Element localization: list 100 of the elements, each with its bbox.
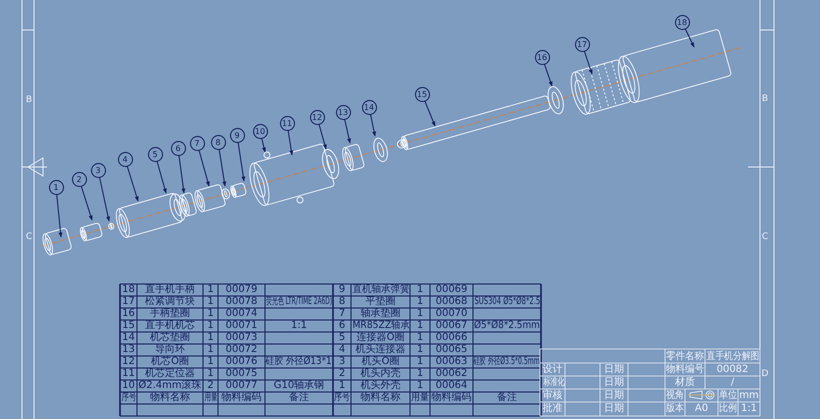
callout-number: 1 (48, 180, 64, 194)
part-code: 00068 (436, 297, 468, 307)
part-code: 00072 (226, 345, 258, 355)
title-block-text: 批准 (542, 404, 562, 414)
leader-line (684, 28, 694, 48)
part-code: 00077 (226, 381, 258, 391)
remark: Ø5*Ø8*2.5mm (474, 321, 540, 331)
row-number: 16 (122, 309, 135, 319)
part-code: 00075 (226, 369, 258, 379)
part-code: 00065 (436, 345, 468, 355)
row-number: 15 (122, 321, 135, 331)
leader-line (238, 142, 246, 182)
row-number: 3 (338, 357, 346, 367)
title-block-text: 版本 (666, 404, 684, 414)
callout-number: 13 (336, 104, 350, 120)
title-block-text: 比例 (719, 404, 737, 414)
title-block-text: A0 (694, 404, 708, 414)
title-block-text: 00082 (716, 364, 748, 374)
leader-line (56, 194, 63, 238)
leader-line (126, 166, 139, 202)
leader-line (288, 130, 294, 156)
part-code: 00078 (226, 297, 258, 307)
grid-reference: C (26, 232, 32, 242)
quantity: 1 (416, 357, 424, 367)
grid-reference: B (26, 96, 32, 104)
row-number: 8 (338, 297, 346, 307)
leader-line (178, 154, 186, 194)
table-header: 物料编码 (432, 393, 472, 403)
part-code: 00062 (436, 369, 468, 379)
row-number: 12 (122, 357, 135, 367)
part-code: 00074 (226, 309, 258, 319)
leader-line (261, 138, 266, 152)
leader-line (198, 150, 210, 186)
part-code: 00071 (226, 321, 258, 331)
part-code: 00079 (226, 285, 258, 295)
quantity: 1 (207, 357, 214, 367)
row-number: 6 (338, 321, 346, 331)
callout-number: 4 (118, 152, 132, 166)
title-block-text: mm (739, 390, 759, 400)
part-code: 00063 (436, 357, 468, 367)
leader-line (584, 50, 592, 74)
title-block-text: 直手机分解图 (706, 352, 759, 362)
part-name: 机头外壳 (360, 381, 400, 391)
row-number: 13 (122, 345, 135, 355)
callout-number: 9 (230, 128, 244, 142)
row-number: 11 (122, 369, 135, 379)
title-block-text: / (730, 378, 734, 388)
grid-reference: B (762, 94, 768, 104)
quantity: 1 (416, 345, 424, 355)
part-code: 00076 (226, 357, 258, 367)
title-block-text: 审核 (542, 390, 562, 400)
title-block-text: 视角 (666, 390, 684, 400)
callout-number: 11 (280, 116, 294, 130)
row-number: 4 (338, 345, 346, 355)
grid-reference: C (762, 232, 768, 242)
quantity: 1 (207, 285, 214, 295)
callout-number: 3 (90, 162, 106, 178)
quantity: 1 (207, 345, 214, 355)
remark: 荧光色 LTR/TIME 2A6D) (266, 297, 332, 307)
callout-number: 16 (534, 50, 550, 64)
part-code: 00073 (226, 333, 258, 343)
title-block-text: 日期 (604, 364, 624, 374)
callout-number: 6 (170, 140, 186, 156)
quantity: 1 (207, 321, 214, 331)
title-block-text: 物料编号 (666, 364, 704, 374)
remark: SUS304 Ø5*Ø8*2.5 (474, 297, 540, 307)
quantity: 1 (207, 369, 214, 379)
quantity: 1 (207, 309, 214, 319)
row-number: 14 (122, 333, 135, 343)
quantity: 1 (416, 369, 424, 379)
table-header: 物料编码 (222, 393, 262, 403)
remark: 硅胶 外径Ø13*1 (266, 357, 332, 367)
leader-line (318, 124, 327, 150)
part-code: 00069 (436, 285, 468, 295)
leader-line (80, 186, 93, 220)
leader-line (544, 64, 552, 86)
title-block-text: 设计 (542, 364, 562, 374)
callout-number: 17 (574, 36, 590, 52)
callout-number: 10 (252, 124, 268, 138)
row-number: 9 (338, 285, 346, 295)
quantity: 2 (207, 381, 214, 391)
part-code: 00066 (436, 333, 468, 343)
callout-number: 2 (72, 172, 86, 186)
leader-line (218, 148, 226, 186)
quantity: 1 (416, 333, 424, 343)
quantity: 1 (416, 321, 424, 331)
title-block-text: 日期 (604, 390, 624, 400)
row-number: 7 (338, 309, 346, 319)
part-code: 00067 (436, 321, 468, 331)
quantity: 1 (207, 297, 214, 307)
remark: 硅胶 外径Ø3.5*0.5mm (474, 357, 540, 367)
callout-number: 7 (190, 136, 204, 150)
leader-line (99, 176, 110, 222)
part-name: Ø2.4mm滚珠 (138, 381, 202, 391)
callout-number: 14 (362, 100, 376, 114)
title-block-text: 1:1 (740, 404, 758, 414)
table-header: 物料名称 (360, 393, 400, 403)
callout-number: 8 (210, 134, 226, 150)
row-number: 5 (338, 333, 346, 343)
callout-number: 12 (310, 110, 324, 124)
